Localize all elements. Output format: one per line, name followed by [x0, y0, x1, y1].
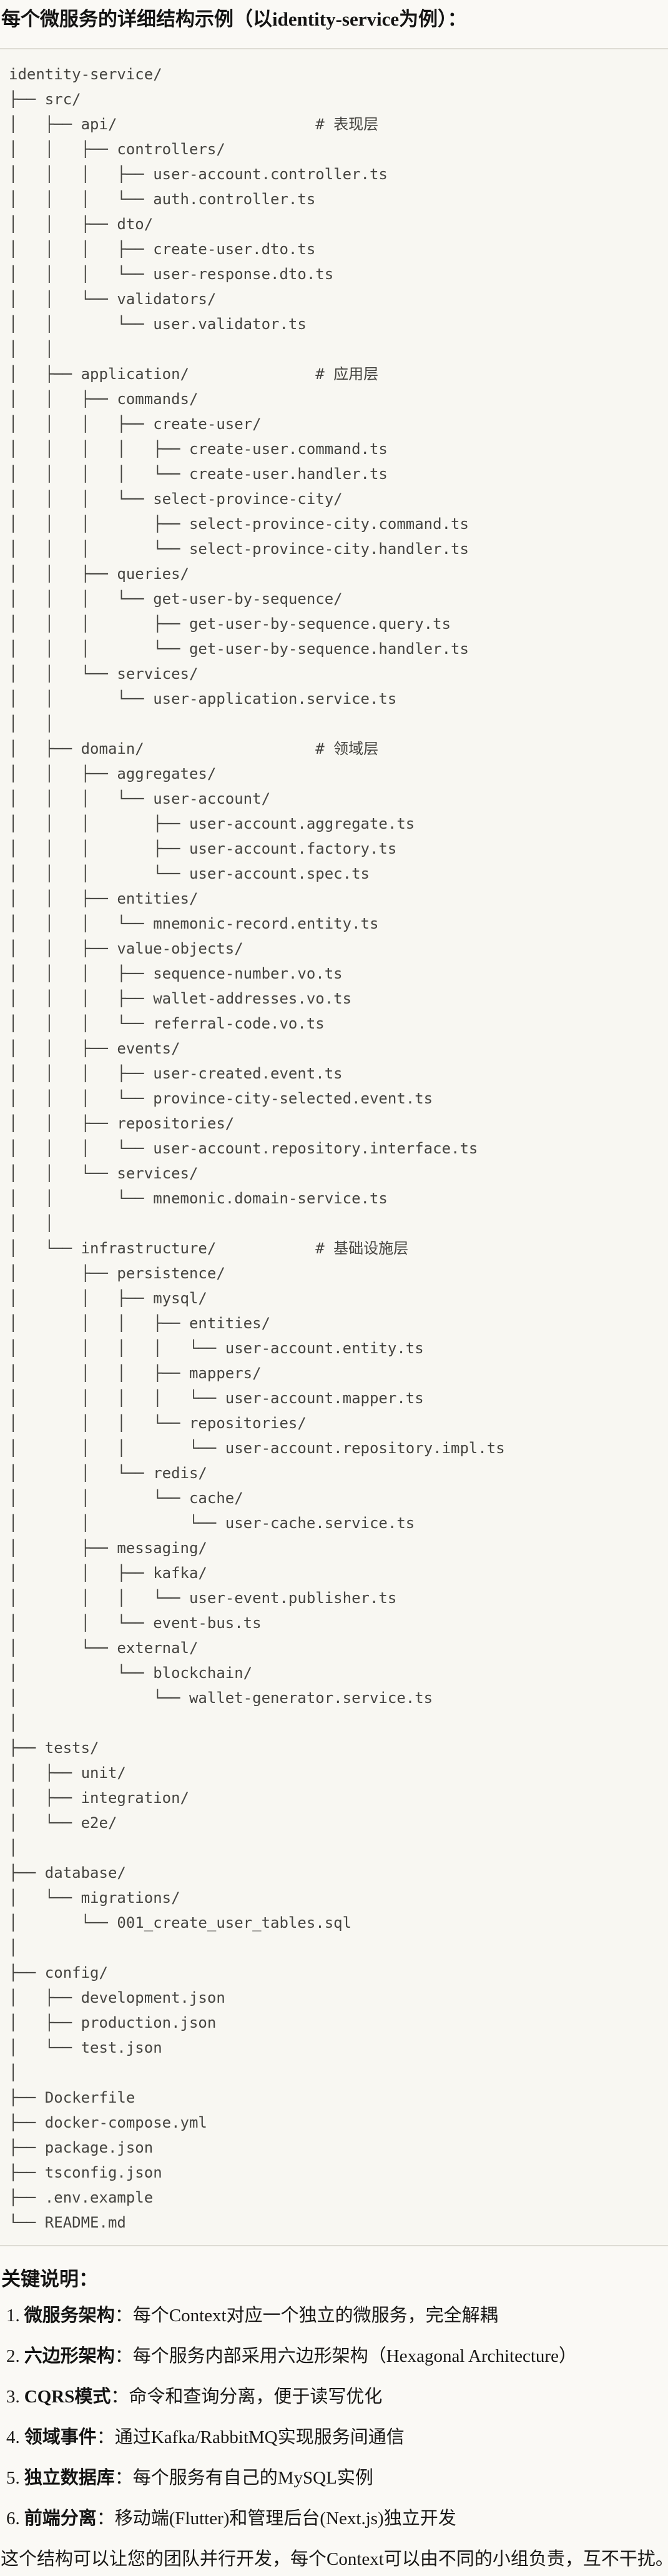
list-item-label: 前端分离	[24, 2509, 97, 2529]
section-heading: 关键说明：	[1, 2268, 98, 2290]
list-item: 5.独立数据库：每个服务有自己的MySQL实例	[6, 2465, 668, 2490]
list-item-text: ：命令和查询分离，便于读写优化	[111, 2387, 383, 2407]
list-item-label: 六边形架构	[24, 2346, 115, 2366]
document: 每个微服务的详细结构示例（以identity-service为例）： ident…	[0, 5, 668, 2572]
list-item-text: ：每个服务内部采用六边形架构（Hexagonal Architecture）	[114, 2346, 577, 2366]
list-item-text: ：通过Kafka/RabbitMQ实现服务间通信	[96, 2427, 405, 2447]
list-item-label: 领域事件	[24, 2427, 97, 2447]
list-item-number: 5.	[6, 2468, 20, 2488]
list-item-label: CQRS模式	[24, 2387, 111, 2407]
list-item-text: ：每个Context对应一个独立的微服务，完全解耦	[114, 2306, 498, 2326]
list-item-number: 3.	[6, 2387, 20, 2407]
key-points-list: 1.微服务架构：每个Context对应一个独立的微服务，完全解耦 2.六边形架构…	[6, 2303, 668, 2531]
list-item-text: ：移动端(Flutter)和管理后台(Next.js)独立开发	[96, 2509, 456, 2529]
list-item: 1.微服务架构：每个Context对应一个独立的微服务，完全解耦	[6, 2303, 668, 2328]
list-item: 3.CQRS模式：命令和查询分离，便于读写优化	[6, 2384, 668, 2409]
list-item-text: ：每个服务有自己的MySQL实例	[114, 2468, 373, 2488]
list-item: 6.前端分离：移动端(Flutter)和管理后台(Next.js)独立开发	[6, 2506, 668, 2531]
list-item: 2.六边形架构：每个服务内部采用六边形架构（Hexagonal Architec…	[6, 2344, 668, 2369]
page-title: 每个微服务的详细结构示例（以identity-service为例）：	[1, 8, 467, 30]
list-item-number: 6.	[6, 2509, 20, 2529]
list-item-number: 2.	[6, 2346, 20, 2366]
code-block: identity-service/ ├── src/ │ ├── api/ # …	[0, 48, 668, 2246]
closing-paragraph: 这个结构可以让您的团队并行开发，每个Context可以由不同的小组负责，互不干扰…	[1, 2549, 668, 2569]
list-item-number: 4.	[6, 2427, 20, 2447]
list-item-label: 独立数据库	[24, 2468, 115, 2488]
list-item: 4.领域事件：通过Kafka/RabbitMQ实现服务间通信	[6, 2425, 668, 2450]
list-item-label: 微服务架构	[24, 2306, 115, 2326]
file-tree: identity-service/ ├── src/ │ ├── api/ # …	[9, 66, 505, 2231]
list-item-number: 1.	[6, 2306, 20, 2326]
